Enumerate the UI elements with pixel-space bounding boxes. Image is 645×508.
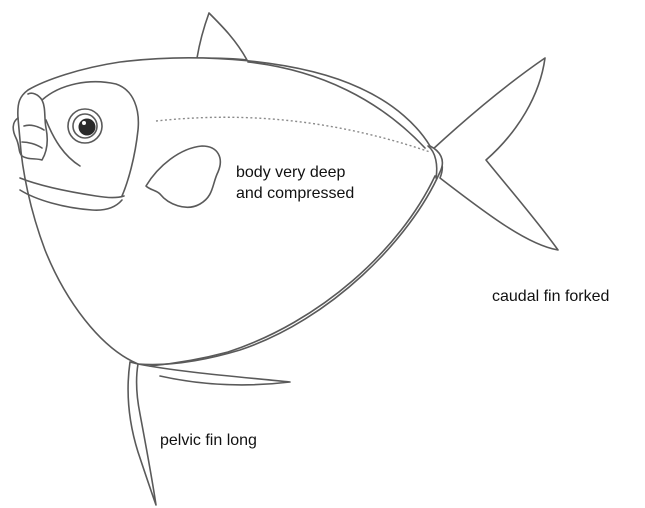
pelvic-fin-ray (138, 364, 290, 385)
body-label: body very deep and compressed (236, 162, 354, 204)
pupil (79, 119, 96, 136)
pelvic-fin-filament (128, 362, 156, 505)
dorsal-fin (197, 13, 247, 60)
fish-body (18, 58, 443, 365)
pelvic-fin-label: pelvic fin long (160, 430, 257, 451)
body-label-line2: and compressed (236, 183, 354, 204)
eye-glint (82, 121, 86, 125)
caudal-fin (432, 58, 558, 250)
caudal-fin-label: caudal fin forked (492, 286, 609, 307)
body-label-line1: body very deep (236, 162, 354, 183)
